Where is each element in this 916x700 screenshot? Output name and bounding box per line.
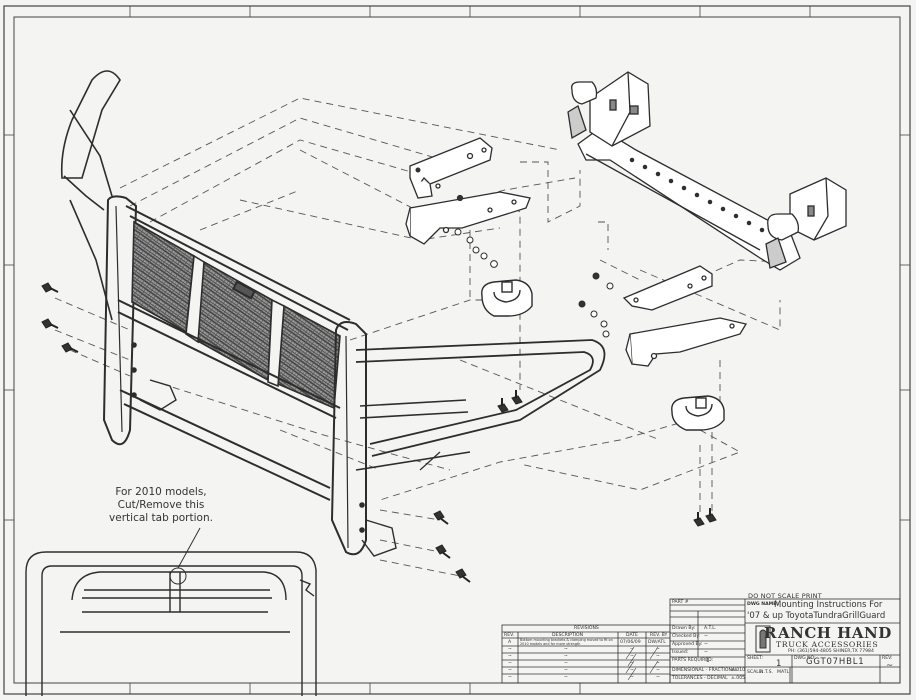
rev-header-description: DESCRIPTION bbox=[552, 633, 584, 638]
right-lower-bracket bbox=[625, 317, 748, 367]
grill-right-bolts bbox=[433, 510, 471, 583]
rev-header-date: DATE bbox=[626, 633, 638, 638]
approved-by-label: Approved By: bbox=[672, 642, 703, 647]
note-line-3: vertical tab portion. bbox=[109, 512, 213, 524]
drawn-by-label: Drawn By: bbox=[672, 626, 696, 631]
dwg-no-value: GGT07HBL1 bbox=[806, 657, 865, 667]
company-name: ANCH HAND bbox=[778, 624, 892, 642]
do-not-scale-label: DO NOT SCALE PRINT bbox=[748, 592, 822, 600]
rev-row-date: 07/06/09 bbox=[620, 640, 641, 645]
grill-guard bbox=[60, 70, 606, 557]
left-lower-bracket bbox=[405, 191, 531, 245]
dwg-name-label: DWG NAME: bbox=[747, 602, 779, 607]
note-line-2: Cut/Remove this bbox=[117, 499, 205, 511]
rev-value: ~ bbox=[886, 661, 894, 671]
left-upper-bracket bbox=[409, 137, 493, 199]
rev-row-description: ~ bbox=[564, 675, 568, 680]
rev-row-date: ~ bbox=[630, 647, 634, 652]
dwg-name-line-1: Mounting Instructions For bbox=[774, 600, 883, 610]
rev-label: REV: bbox=[882, 656, 893, 661]
tolerances-label: TOLERANCES - DECIMAL bbox=[672, 676, 728, 681]
rev-row-date: ~ bbox=[630, 675, 634, 680]
rev-row-description: ~ bbox=[564, 654, 568, 659]
approved-by-value: ~ bbox=[704, 642, 708, 647]
rev-row-description: ~ bbox=[564, 668, 568, 673]
rev-row-rev: A bbox=[508, 640, 512, 645]
company-name-initial: R bbox=[764, 624, 777, 642]
left-hardware bbox=[415, 167, 498, 268]
rev-row-rev: ~ bbox=[508, 675, 512, 680]
rev-row-description: Bottom mounting brackets & clamping move… bbox=[520, 638, 613, 646]
fractional-value: ±.010 bbox=[731, 668, 746, 673]
right-hardware bbox=[578, 272, 614, 338]
left-bottom-bolts bbox=[497, 390, 523, 413]
sheet-value: 1 bbox=[776, 659, 782, 669]
rev-header-rev: REV. bbox=[504, 633, 515, 638]
rev-row-description: ~ bbox=[564, 661, 568, 666]
checked-by-label: Checked By: bbox=[672, 634, 701, 639]
issued-value: ~ bbox=[704, 650, 708, 655]
rev-row-by: ~ bbox=[656, 661, 660, 666]
rev-row-by: ~ bbox=[656, 668, 660, 673]
matl-label: MATL: bbox=[777, 670, 791, 675]
revisions-table bbox=[501, 624, 671, 684]
rev-row-rev: ~ bbox=[508, 654, 512, 659]
rev-header-by: REV. BY bbox=[650, 633, 668, 638]
rev-row-rev: ~ bbox=[508, 661, 512, 666]
checked-by-value: ~ bbox=[704, 634, 708, 639]
sheet-border bbox=[3, 5, 911, 695]
drawn-by-value: A.T.L. bbox=[704, 626, 717, 631]
parts-required-value: 1 bbox=[706, 658, 710, 664]
rev-row-rev: ~ bbox=[508, 647, 512, 652]
inset-detail bbox=[25, 551, 317, 696]
part-number-label: PART # bbox=[672, 600, 689, 605]
note-leader bbox=[169, 527, 201, 585]
rev-row-date: ~ bbox=[630, 654, 634, 659]
note-line-1: For 2010 models, bbox=[115, 486, 207, 498]
dwg-no-label: DWG NO: bbox=[794, 656, 816, 661]
company-contact: PH: (361)594-4805 SHINER,TX 77984 bbox=[788, 649, 874, 654]
rev-row-description: ~ bbox=[564, 647, 568, 652]
dimensional-label: DIMENSIONAL - FRACTIONAL bbox=[672, 668, 738, 673]
ranch-hand-logo bbox=[755, 625, 771, 653]
parts-required-label: PARTS REQUIRED: bbox=[672, 658, 714, 663]
rev-row-rev: ~ bbox=[508, 668, 512, 673]
revisions-title: REVISIONS bbox=[574, 626, 599, 631]
rev-row-by: ~ bbox=[656, 654, 660, 659]
title-block-grid bbox=[669, 598, 901, 684]
dwg-name-line-2: '07 & up ToyotaTundraGrillGuard bbox=[747, 611, 886, 621]
left-d-ring bbox=[481, 279, 533, 317]
scale-value: N.T.S. bbox=[760, 670, 773, 675]
right-d-ring bbox=[671, 395, 725, 431]
rev-row-date: ~ bbox=[630, 668, 634, 673]
scale-label: SCALE: bbox=[747, 670, 764, 675]
rev-row-by: ~ bbox=[656, 675, 660, 680]
right-upper-bracket bbox=[622, 265, 713, 311]
frame-crossmember bbox=[567, 71, 847, 271]
issued-label: Issued: bbox=[672, 650, 689, 655]
rev-row-by: ~ bbox=[656, 647, 660, 652]
company-subtitle: TRUCK ACCESSORIES bbox=[776, 640, 879, 649]
sheet-label: SHEET: bbox=[747, 656, 764, 661]
rev-row-by: DW/ATL bbox=[648, 640, 666, 645]
right-bottom-bolts bbox=[693, 508, 717, 527]
rev-row-date: ~ bbox=[630, 661, 634, 666]
cut-tab-note: For 2010 models, Cut/Remove this vertica… bbox=[86, 486, 236, 525]
decimal-value: ±.005 bbox=[731, 676, 746, 681]
left-bolts bbox=[41, 282, 79, 353]
